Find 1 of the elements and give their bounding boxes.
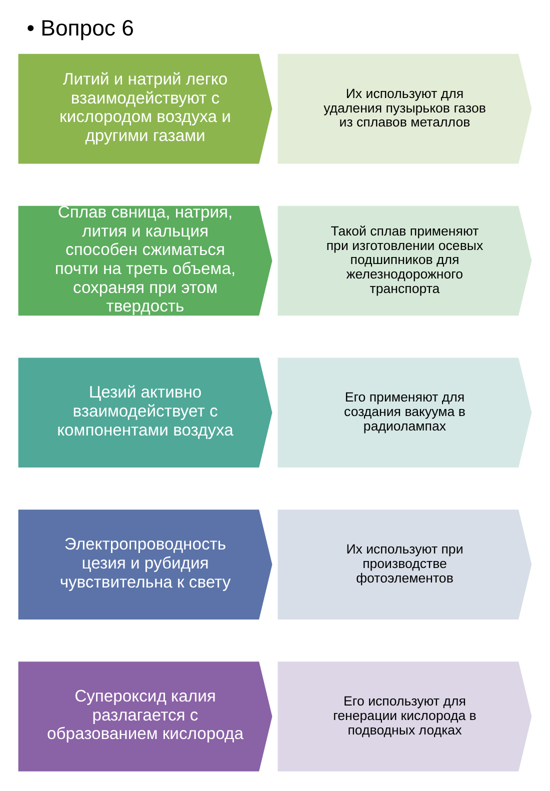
diagram-title: • Вопрос 6 [26, 15, 134, 40]
